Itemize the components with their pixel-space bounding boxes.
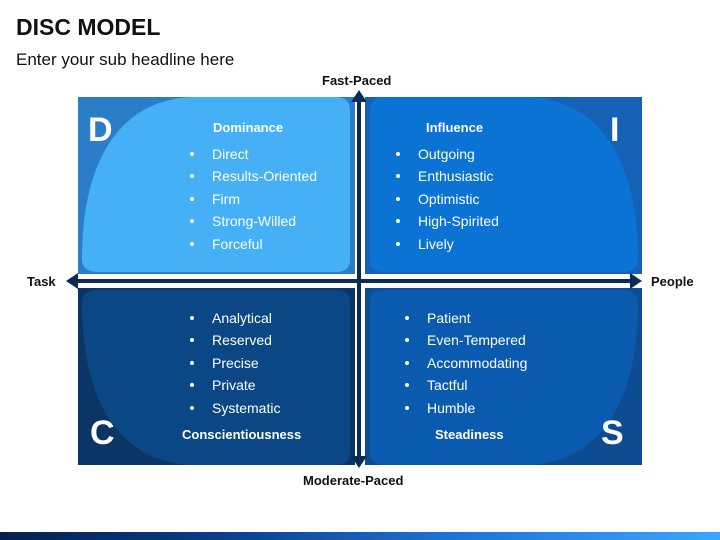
trait-item: Firm xyxy=(190,188,317,210)
quadrant-dominance-shape xyxy=(78,97,355,274)
trait-item: Systematic xyxy=(190,397,280,419)
trait-list: Patient Even-Tempered Accommodating Tact… xyxy=(405,307,527,419)
footer-gradient-bar xyxy=(0,532,720,540)
trait-item: Humble xyxy=(405,397,527,419)
axis-label-people: People xyxy=(651,274,694,289)
quadrant-blob xyxy=(82,290,350,465)
trait-item: Enthusiastic xyxy=(396,165,499,187)
page-subtitle: Enter your sub headline here xyxy=(16,50,235,69)
trait-item: Lively xyxy=(396,233,499,255)
trait-item: Strong-Willed xyxy=(190,210,317,232)
arrow-left-icon xyxy=(66,273,78,289)
quadrant-conscientiousness-shape xyxy=(78,288,355,465)
trait-item: Even-Tempered xyxy=(405,329,527,351)
trait-item: Private xyxy=(190,374,280,396)
quadrant-title: Influence xyxy=(426,120,484,135)
arrow-right-icon xyxy=(630,273,642,289)
quadrant-blob xyxy=(82,97,350,272)
trait-item: High-Spirited xyxy=(396,210,499,232)
trait-list: Direct Results-Oriented Firm Strong-Will… xyxy=(190,143,317,255)
trait-item: Forceful xyxy=(190,233,317,255)
trait-item: Optimistic xyxy=(396,188,499,210)
trait-item: Tactful xyxy=(405,374,527,396)
quadrant-letter: I xyxy=(610,111,620,149)
trait-item: Results-Oriented xyxy=(190,165,317,187)
trait-list: Analytical Reserved Precise Private Syst… xyxy=(190,307,280,419)
quadrant-letter: C xyxy=(90,414,115,452)
quadrant-title: Dominance xyxy=(213,120,284,135)
quadrant-steadiness: S Steadiness Patient Even-Tempered Accom… xyxy=(365,288,642,465)
trait-item: Patient xyxy=(405,307,527,329)
quadrant-dominance: D Dominance Direct Results-Oriented Firm… xyxy=(78,97,355,274)
trait-item: Direct xyxy=(190,143,317,165)
axis-label-fast-paced: Fast-Paced xyxy=(322,73,392,88)
quadrant-conscientiousness: C Conscientiousness Analytical Reserved … xyxy=(78,288,355,465)
quadrant-title: Conscientiousness xyxy=(182,427,302,442)
axis-label-task: Task xyxy=(27,274,56,289)
quadrant-blob xyxy=(370,97,638,272)
quadrant-title: Steadiness xyxy=(435,427,504,442)
trait-item: Precise xyxy=(190,352,280,374)
quadrant-letter: S xyxy=(601,414,624,452)
quadrant-influence: I Influence Outgoing Enthusiastic Optimi… xyxy=(365,97,642,274)
trait-item: Reserved xyxy=(190,329,280,351)
trait-item: Accommodating xyxy=(405,352,527,374)
quadrant-letter: D xyxy=(88,111,113,149)
page-title: DISC MODEL xyxy=(16,14,161,40)
quadrant-influence-shape xyxy=(365,97,642,274)
trait-item: Analytical xyxy=(190,307,280,329)
trait-item: Outgoing xyxy=(396,143,499,165)
quadrant-steadiness-shape xyxy=(365,288,642,465)
quadrant-blob xyxy=(370,290,638,465)
axis-label-moderate-paced: Moderate-Paced xyxy=(303,473,404,488)
trait-list: Outgoing Enthusiastic Optimistic High-Sp… xyxy=(396,143,499,255)
